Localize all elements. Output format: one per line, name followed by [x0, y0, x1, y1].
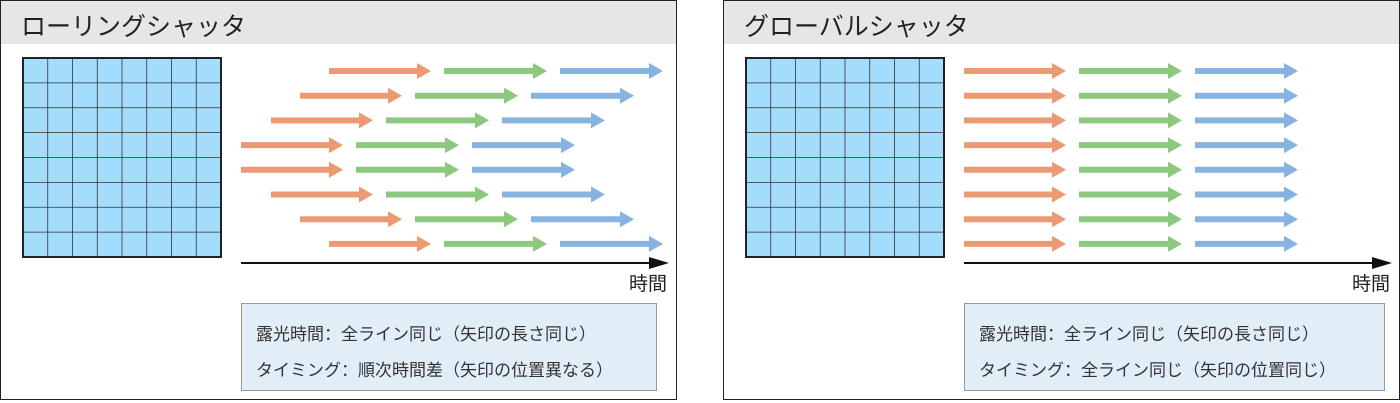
- readout-arrow: [1079, 235, 1182, 252]
- exposure-arrow: [329, 235, 431, 252]
- exposure-arrow: [271, 112, 373, 129]
- next-frame-arrow: [560, 63, 663, 79]
- next-frame-arrow: [1195, 161, 1298, 178]
- time-axis-label: 時間: [1352, 273, 1391, 295]
- readout-arrow: [1079, 211, 1182, 228]
- readout-arrow: [1079, 137, 1182, 154]
- next-frame-arrow: [531, 211, 634, 228]
- exposure-arrow: [241, 137, 343, 154]
- global-shutter-panel: グローバルシャッタ 時間 露光時間：全ライン同じ（矢印の長さ同じ） タイミング：…: [723, 0, 1400, 400]
- time-axis-arrowhead: [649, 257, 669, 269]
- readout-arrow: [444, 235, 547, 252]
- next-frame-arrow: [1195, 112, 1298, 129]
- global-shutter-diagram: [745, 57, 1392, 269]
- info-timing: タイミング：順次時間差（矢印の位置異なる）: [256, 361, 613, 381]
- exposure-arrow: [964, 112, 1066, 129]
- next-frame-arrow: [1195, 211, 1298, 228]
- readout-arrow: [386, 186, 489, 203]
- exposure-arrow: [300, 87, 402, 104]
- next-frame-arrow: [1195, 87, 1298, 104]
- exposure-arrow: [329, 63, 431, 79]
- exposure-arrow: [964, 211, 1066, 228]
- readout-arrow: [444, 63, 547, 79]
- exposure-arrow: [964, 235, 1066, 252]
- exposure-arrow: [964, 137, 1066, 154]
- time-axis-label: 時間: [629, 273, 668, 295]
- info-exposure: 露光時間：全ライン同じ（矢印の長さ同じ）: [979, 325, 1319, 345]
- info-box: 露光時間：全ライン同じ（矢印の長さ同じ） タイミング：順次時間差（矢印の位置異な…: [241, 303, 657, 391]
- info-exposure: 露光時間：全ライン同じ（矢印の長さ同じ）: [256, 325, 596, 345]
- exposure-arrow: [964, 63, 1066, 79]
- next-frame-arrow: [1195, 235, 1298, 252]
- next-frame-arrow: [502, 186, 605, 203]
- readout-arrow: [415, 211, 518, 228]
- readout-arrow: [1079, 87, 1182, 104]
- next-frame-arrow: [1195, 63, 1298, 79]
- exposure-arrow: [964, 186, 1066, 203]
- rolling-shutter-diagram: [22, 57, 669, 269]
- readout-arrow: [415, 87, 518, 104]
- readout-arrow: [1079, 63, 1182, 79]
- panel-title: グローバルシャッタ: [744, 12, 969, 41]
- panel-title: ローリングシャッタ: [21, 12, 247, 41]
- rolling-shutter-panel: ローリングシャッタ 時間 露光時間：全ライン同じ（矢印の長さ同じ） タイミング：…: [0, 0, 677, 400]
- exposure-arrow: [271, 186, 373, 203]
- panel-header: [724, 1, 1399, 44]
- readout-arrow: [386, 112, 489, 129]
- time-axis-arrowhead: [1372, 257, 1392, 269]
- readout-arrow: [356, 161, 459, 178]
- exposure-arrow: [964, 87, 1066, 104]
- readout-arrow: [1079, 112, 1182, 129]
- readout-arrow: [356, 137, 459, 154]
- info-box: 露光時間：全ライン同じ（矢印の長さ同じ） タイミング：全ライン同じ（矢印の位置同…: [964, 303, 1385, 391]
- next-frame-arrow: [472, 137, 575, 154]
- exposure-arrow: [964, 161, 1066, 178]
- exposure-arrow: [241, 161, 343, 178]
- next-frame-arrow: [502, 112, 605, 129]
- next-frame-arrow: [472, 161, 575, 178]
- readout-arrow: [1079, 161, 1182, 178]
- next-frame-arrow: [560, 235, 663, 252]
- readout-arrow: [1079, 186, 1182, 203]
- panel-header: [1, 1, 676, 44]
- next-frame-arrow: [1195, 186, 1298, 203]
- info-timing: タイミング：全ライン同じ（矢印の位置同じ）: [979, 361, 1336, 381]
- next-frame-arrow: [531, 87, 634, 104]
- next-frame-arrow: [1195, 137, 1298, 154]
- exposure-arrow: [300, 211, 402, 228]
